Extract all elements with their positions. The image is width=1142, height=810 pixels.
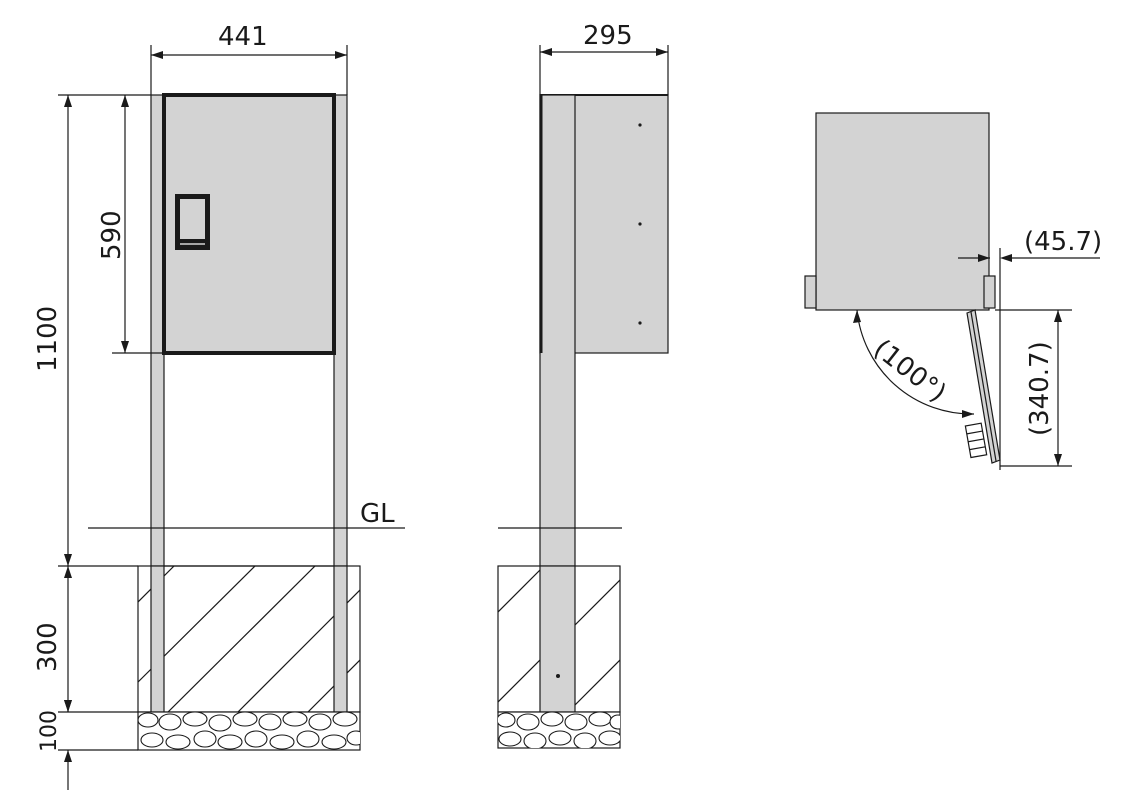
side-view: 295 [497, 21, 669, 749]
side-foundation [497, 565, 621, 713]
door-angle-label: (100°) [868, 334, 952, 409]
side-gravel [497, 711, 621, 749]
dimension-door-swing: (340.7) [995, 309, 1072, 467]
foundation-depth-label: 300 [33, 622, 63, 672]
ground-line-label: GL [360, 499, 395, 529]
door-swing-depth-label: (340.7) [1025, 341, 1055, 436]
dimension-height-total: 1100 [33, 94, 151, 567]
height-box-label: 590 [97, 210, 127, 260]
door-angle-arc: (100°) [853, 309, 975, 418]
side-fastener-dot [638, 222, 642, 226]
front-view: GL 441 1100 590 [33, 22, 405, 790]
height-total-label: 1100 [33, 306, 63, 372]
side-fastener-dot [638, 321, 642, 325]
open-door [964, 309, 1001, 464]
door-handle-icon [175, 194, 210, 250]
door-offset-label: (45.7) [1024, 227, 1102, 257]
dimension-door-offset: (45.7) [958, 227, 1102, 470]
dimension-foundation: 300 [33, 566, 138, 713]
top-mailbox-body [815, 112, 990, 311]
dimension-width-front: 441 [150, 22, 348, 95]
side-fastener-dot [638, 123, 642, 127]
dimension-width-side: 295 [539, 21, 669, 95]
top-left-hinge [804, 275, 817, 309]
door-handle-top-icon [964, 422, 988, 459]
width-side-label: 295 [583, 21, 633, 51]
top-right-hinge [983, 275, 996, 309]
front-foundation [137, 565, 361, 713]
width-front-label: 441 [218, 22, 268, 52]
dimension-gravel: 100 [37, 700, 138, 790]
front-gravel [137, 711, 361, 751]
gravel-depth-label: 100 [37, 710, 62, 752]
top-view: (100°) (45.7) (340.7) [804, 112, 1102, 470]
dimension-height-box: 590 [97, 95, 164, 354]
